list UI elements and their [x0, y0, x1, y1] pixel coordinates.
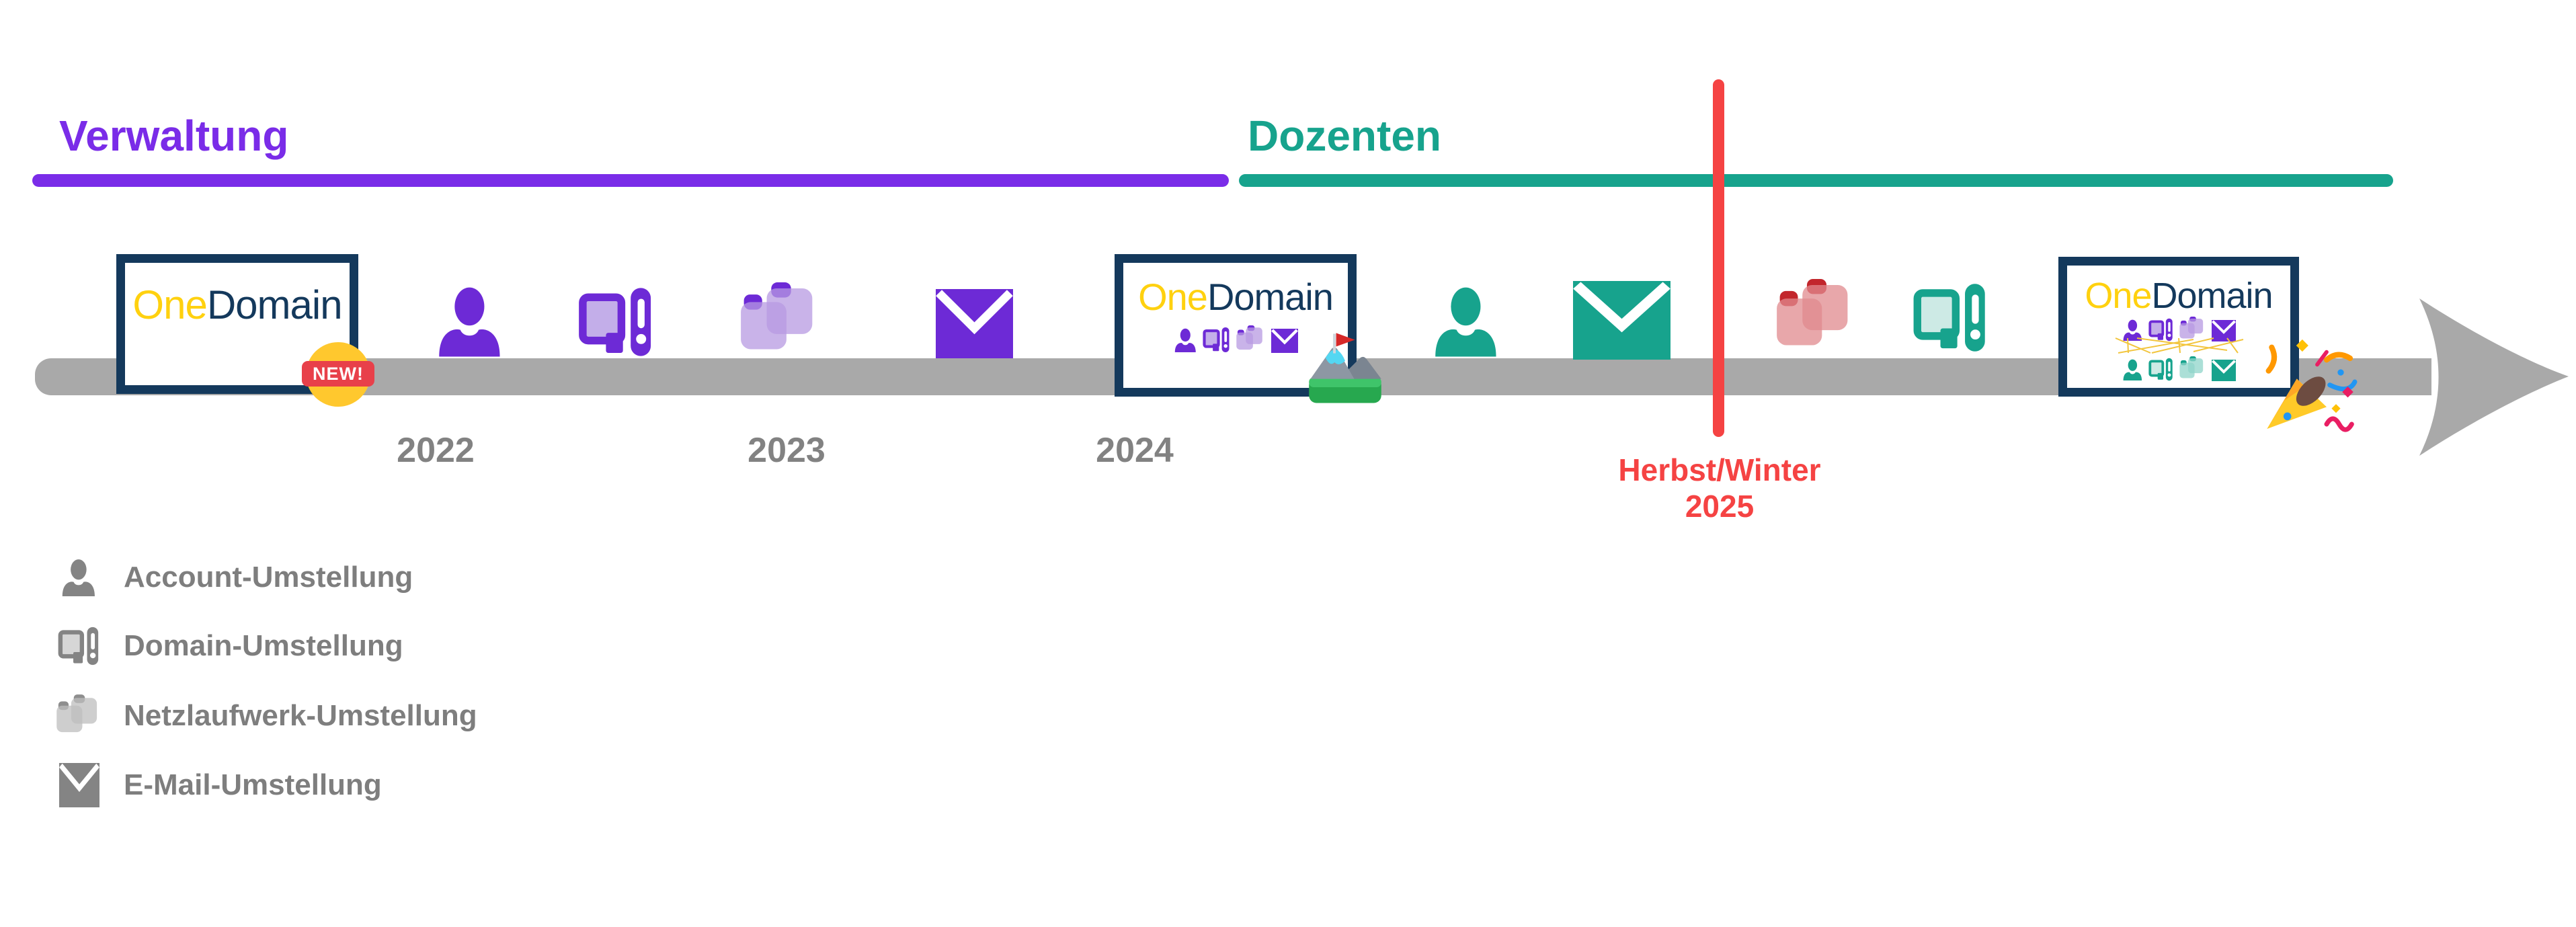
summit-flag-icon: [1307, 331, 1383, 406]
legend-item-domain: Domain-Umstellung: [52, 622, 403, 670]
email-icon: [936, 289, 1013, 358]
email-icon: [52, 763, 106, 807]
new-badge-label: NEW!: [313, 363, 364, 384]
mini-icon-row-purple: [1123, 325, 1348, 353]
legend-label: Domain-Umstellung: [124, 629, 403, 662]
email-icon: [1271, 329, 1298, 353]
logo-one-text: One: [132, 282, 207, 327]
network-drive-icon: [2179, 317, 2207, 341]
party-popper-icon: [2257, 339, 2358, 434]
year-2023: 2023: [748, 431, 826, 470]
milestone-cutoff-line: [1713, 79, 1724, 437]
domain-icon: [578, 286, 655, 358]
network-drive-icon: [2179, 356, 2207, 381]
year-2024: 2024: [1096, 431, 1174, 470]
year-2022: 2022: [397, 431, 475, 470]
domain-icon: [2148, 318, 2174, 341]
legend-label: Netzlaufwerk-Umstellung: [124, 699, 477, 732]
onedomain-box-start: OneDomain: [116, 254, 358, 394]
milestone-date-line2: 2025: [1685, 489, 1755, 524]
network-drive-icon: [1236, 325, 1266, 353]
domain-icon: [1913, 282, 1990, 353]
account-icon: [2122, 358, 2144, 381]
onedomain-logo: OneDomain: [1123, 275, 1348, 319]
milestone-date-line1: Herbst/Winter: [1618, 452, 1821, 487]
legend-item-email: E-Mail-Umstellung: [52, 761, 382, 809]
network-drive-icon: [1765, 279, 1869, 354]
timeline-arrowhead-icon: [2419, 298, 2569, 456]
network-drive-icon: [52, 694, 106, 737]
new-badge-ribbon: NEW!: [302, 361, 374, 387]
logo-domain-text: Domain: [206, 282, 343, 327]
logo-domain-text: Domain: [2151, 276, 2273, 316]
logo-one-text: One: [1138, 276, 1208, 318]
phase-line-verwaltung: [32, 174, 1229, 187]
mini-icon-row-teal: [2067, 356, 2290, 381]
network-drive-icon: [738, 282, 824, 358]
legend-item-account: Account-Umstellung: [52, 553, 413, 602]
logo-one-text: One: [2085, 276, 2152, 316]
phase-label-dozenten: Dozenten: [1248, 112, 1441, 160]
email-icon: [2211, 360, 2236, 381]
email-icon: [2211, 320, 2236, 341]
legend-label: E-Mail-Umstellung: [124, 768, 382, 801]
domain-icon: [52, 626, 106, 666]
account-icon: [1432, 284, 1502, 358]
legend-label: Account-Umstellung: [124, 561, 413, 594]
domain-icon: [1202, 327, 1231, 353]
logo-domain-text: Domain: [1207, 276, 1334, 318]
domain-icon: [2148, 358, 2174, 381]
migration-connector-lines: [2115, 337, 2244, 354]
account-icon: [52, 558, 106, 597]
onedomain-logo: OneDomain: [2067, 275, 2290, 317]
account-icon: [436, 284, 506, 358]
email-icon: [1573, 281, 1671, 360]
phase-line-dozenten: [1239, 174, 2393, 187]
phase-label-verwaltung: Verwaltung: [59, 112, 289, 160]
onedomain-logo: OneDomain: [125, 282, 350, 328]
milestone-date: Herbst/Winter 2025: [1605, 452, 1834, 525]
legend-item-network-drive: Netzlaufwerk-Umstellung: [52, 692, 477, 740]
onedomain-box-final: OneDomain: [2058, 257, 2299, 397]
account-icon: [1174, 327, 1198, 353]
